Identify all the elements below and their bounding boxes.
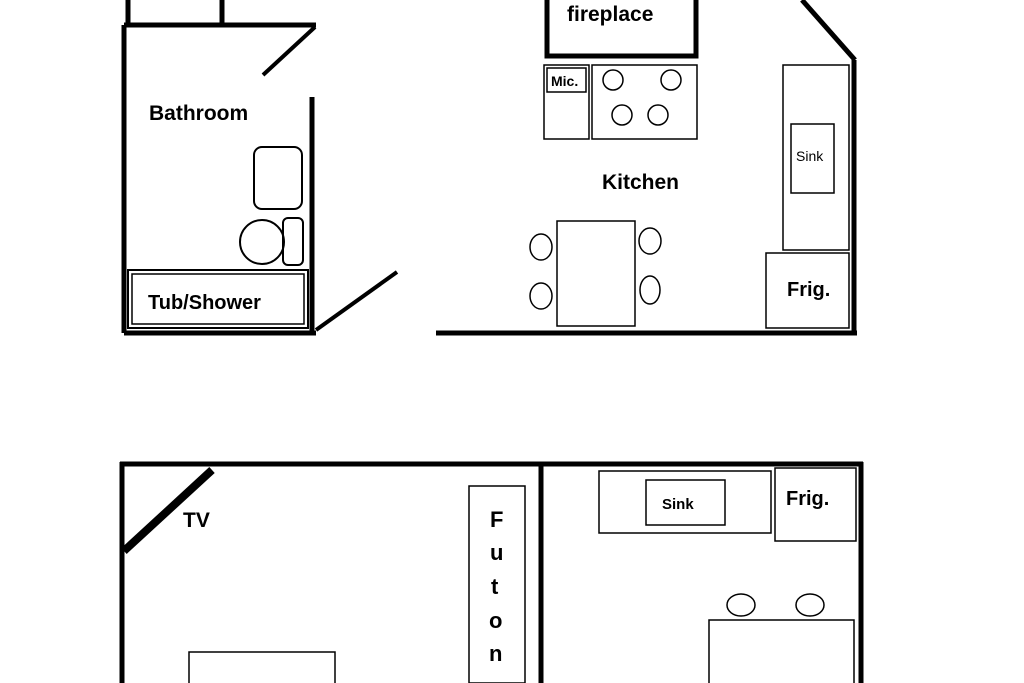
lower-dining-table <box>708 593 855 683</box>
upper-floor-plan: Bathroom Tub/Shower fireplace Mic. <box>121 0 857 336</box>
dining-chair <box>638 227 662 255</box>
dining-table <box>529 220 662 327</box>
coffee-table <box>188 651 336 683</box>
fireplace: fireplace <box>544 0 699 59</box>
toilet-tank <box>282 217 304 266</box>
tv-label: TV <box>183 509 210 532</box>
lower-fridge-label: Frig. <box>786 488 829 510</box>
tv-wall-unit <box>121 467 215 554</box>
microwave-label: Mic. <box>551 73 578 89</box>
sink-vanity <box>253 146 303 210</box>
kitchen-sink-counter: Sink <box>782 64 850 251</box>
stove-burner <box>602 69 624 91</box>
kitchen-fridge-label: Frig. <box>787 279 830 301</box>
lower-floor-plan: TV F u t o n Sink Frig. <box>119 461 864 683</box>
futon-letter: o <box>489 608 502 633</box>
tub-shower-label: Tub/Shower <box>148 292 261 314</box>
bathroom-label: Bathroom <box>149 102 248 125</box>
stove-burner <box>611 104 633 126</box>
stove-burner <box>647 104 669 126</box>
stove <box>591 64 698 140</box>
stove-burner <box>660 69 682 91</box>
dining-chair <box>639 275 661 305</box>
dining-chair <box>529 282 553 310</box>
dining-chair <box>795 593 825 617</box>
futon-letter: u <box>490 540 503 565</box>
futon-letter: F <box>490 507 503 532</box>
futon-letter: t <box>491 574 499 599</box>
dining-chair <box>529 233 553 261</box>
kitchen-label: Kitchen <box>602 171 679 194</box>
bathroom-exit-door-swing <box>314 270 399 332</box>
microwave-counter: Mic. <box>543 64 590 140</box>
tub-shower: Tub/Shower <box>127 269 309 329</box>
futon: F u t o n <box>468 485 526 683</box>
futon-letter: n <box>489 641 502 666</box>
dining-chair <box>726 593 756 617</box>
lower-sink-label: Sink <box>662 496 694 513</box>
fireplace-label: fireplace <box>567 3 653 26</box>
bathroom-door-swing <box>261 25 317 77</box>
kitchen-fridge: Frig. <box>765 252 850 329</box>
kitchen-sink-label: Sink <box>796 148 824 164</box>
lower-walls <box>119 461 864 683</box>
bathroom-walls <box>121 0 316 336</box>
kitchen-corner-wall <box>800 0 857 62</box>
lower-fridge: Frig. <box>774 467 857 542</box>
toilet-bowl <box>239 219 285 265</box>
lower-sink-counter: Sink <box>598 470 772 534</box>
